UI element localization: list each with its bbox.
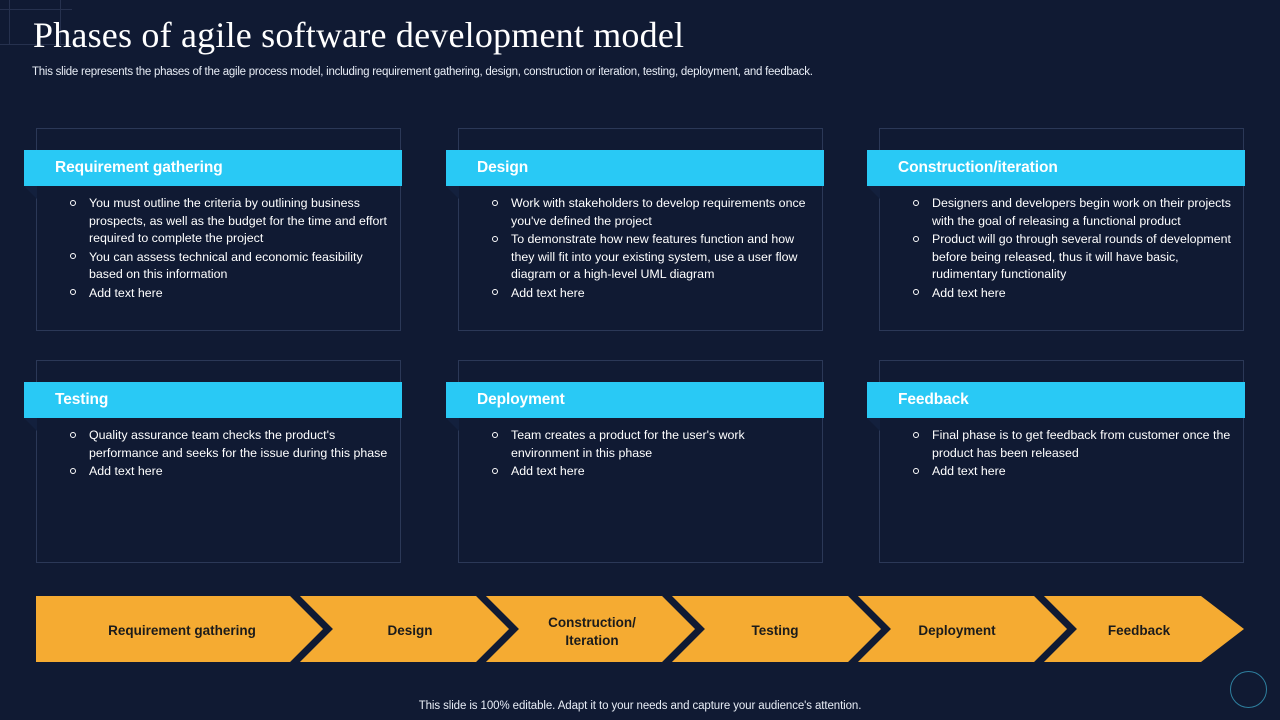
phase-card-banner: Feedback — [867, 382, 1245, 431]
decorative-grid-line — [60, 0, 61, 44]
phase-card-construction-iteration[interactable]: Construction/iteration Designers and dev… — [867, 128, 1245, 331]
process-chevron-separators — [290, 596, 1077, 662]
banner-fold-shape — [446, 186, 459, 199]
bullet-circle-icon — [913, 431, 919, 438]
list-item: Add text here — [911, 285, 1233, 303]
list-item: Add text here — [911, 463, 1233, 481]
phase-card-title: Construction/iteration — [898, 159, 1058, 176]
phase-card-title: Design — [477, 159, 529, 176]
bullet-circle-icon — [913, 289, 919, 296]
bullet-circle-icon — [70, 289, 76, 296]
banner-fold-shape — [867, 186, 880, 199]
list-item-text: Team creates a product for the user's wo… — [511, 428, 745, 460]
phase-card-bullet-list: Quality assurance team checks the produc… — [68, 427, 390, 482]
list-item: Add text here — [490, 463, 812, 481]
phase-card-bullet-list: You must outline the criteria by outlini… — [68, 195, 390, 304]
phase-card-bullet-list: Work with stakeholders to develop requir… — [490, 195, 812, 304]
bullet-circle-icon — [913, 467, 919, 474]
banner-fold-shape — [24, 186, 37, 199]
list-item: Team creates a product for the user's wo… — [490, 427, 812, 462]
list-item-text[interactable]: Add text here — [89, 464, 163, 479]
bullet-circle-icon — [70, 467, 76, 474]
phase-card-bullet-list: Final phase is to get feedback from cust… — [911, 427, 1233, 482]
process-step-label-line2: Iteration — [565, 633, 618, 648]
phase-card-testing[interactable]: Testing Quality assurance team checks th… — [24, 360, 402, 563]
phase-card-grid: Requirement gathering You must outline t… — [0, 128, 1280, 592]
list-item: Quality assurance team checks the produc… — [68, 427, 390, 462]
bullet-circle-icon — [492, 467, 498, 474]
phase-card-banner: Construction/iteration — [867, 150, 1245, 199]
phase-card-banner: Requirement gathering — [24, 150, 402, 199]
bullet-circle-icon — [70, 431, 76, 438]
phase-card-design[interactable]: Design Work with stakeholders to develop… — [446, 128, 824, 331]
list-item-text: You must outline the criteria by outlini… — [89, 196, 388, 246]
list-item: Designers and developers begin work on t… — [911, 195, 1233, 230]
decorative-grid-line — [9, 0, 10, 44]
phase-card-bullet-list: Team creates a product for the user's wo… — [490, 427, 812, 482]
list-item: To demonstrate how new features function… — [490, 231, 812, 284]
process-step-label: Deployment — [918, 623, 996, 638]
banner-fold-shape — [24, 418, 37, 431]
phase-card-bullet-list: Designers and developers begin work on t… — [911, 195, 1233, 304]
phase-card-banner: Testing — [24, 382, 402, 431]
list-item: Final phase is to get feedback from cust… — [911, 427, 1233, 462]
bullet-circle-icon — [70, 253, 76, 260]
list-item-text[interactable]: Add text here — [932, 285, 1006, 300]
list-item-text: Work with stakeholders to develop requir… — [511, 196, 806, 228]
list-item-text: You can assess technical and economic fe… — [89, 249, 363, 282]
banner-fold-shape — [446, 418, 459, 431]
list-item-text[interactable]: Add text here — [511, 285, 585, 300]
banner-fold-shape — [867, 418, 880, 431]
phase-card-title: Feedback — [898, 391, 969, 408]
process-step-label: Feedback — [1108, 623, 1171, 638]
list-item: Add text here — [490, 285, 812, 303]
list-item-text: Final phase is to get feedback from cust… — [932, 428, 1231, 460]
phase-card-title: Deployment — [477, 391, 565, 408]
footer-note: This slide is 100% editable. Adapt it to… — [418, 700, 862, 712]
process-step-label: Requirement gathering — [108, 623, 256, 638]
phase-card-deployment[interactable]: Deployment Team creates a product for th… — [446, 360, 824, 563]
list-item: Work with stakeholders to develop requir… — [490, 195, 812, 230]
page-title: Phases of agile software development mod… — [33, 15, 685, 55]
bullet-circle-icon — [913, 235, 919, 242]
decorative-grid-line — [0, 9, 72, 10]
process-flow-bar: Requirement gathering Design Constructio… — [36, 596, 1244, 662]
phase-card-banner: Design — [446, 150, 824, 199]
list-item-text: Quality assurance team checks the produc… — [89, 428, 388, 460]
phase-card-requirement-gathering[interactable]: Requirement gathering You must outline t… — [24, 128, 402, 331]
bullet-circle-icon — [492, 199, 498, 206]
phase-card-row: Testing Quality assurance team checks th… — [0, 360, 1280, 592]
list-item-text[interactable]: Add text here — [511, 464, 585, 479]
phase-card-banner: Deployment — [446, 382, 824, 431]
list-item: Product will go through several rounds o… — [911, 231, 1233, 284]
bullet-circle-icon — [492, 235, 498, 242]
phase-card-title: Requirement gathering — [55, 159, 223, 176]
process-bar-body — [36, 596, 1244, 662]
bullet-circle-icon — [70, 199, 76, 206]
bullet-circle-icon — [492, 289, 498, 296]
list-item: Add text here — [68, 463, 390, 481]
process-step-labels: Requirement gathering Design Constructio… — [108, 615, 1171, 648]
process-step-label: Design — [387, 623, 432, 638]
list-item-text[interactable]: Add text here — [89, 285, 163, 300]
phase-card-row: Requirement gathering You must outline t… — [0, 128, 1280, 360]
list-item: You must outline the criteria by outlini… — [68, 195, 390, 248]
bullet-circle-icon — [492, 431, 498, 438]
decorative-grid-line — [0, 44, 72, 45]
phase-card-title: Testing — [55, 391, 109, 408]
process-step-label: Testing — [752, 623, 799, 638]
decorative-circle — [1230, 671, 1267, 708]
list-item: You can assess technical and economic fe… — [68, 249, 390, 284]
process-step-label: Construction/ — [548, 615, 636, 630]
list-item: Add text here — [68, 285, 390, 303]
page-subtitle: This slide represents the phases of the … — [32, 66, 813, 78]
bullet-circle-icon — [913, 199, 919, 206]
list-item-text[interactable]: Add text here — [932, 464, 1006, 479]
list-item-text: Product will go through several rounds o… — [932, 232, 1231, 282]
phase-card-feedback[interactable]: Feedback Final phase is to get feedback … — [867, 360, 1245, 563]
list-item-text: To demonstrate how new features function… — [511, 232, 798, 282]
list-item-text: Designers and developers begin work on t… — [932, 196, 1231, 228]
